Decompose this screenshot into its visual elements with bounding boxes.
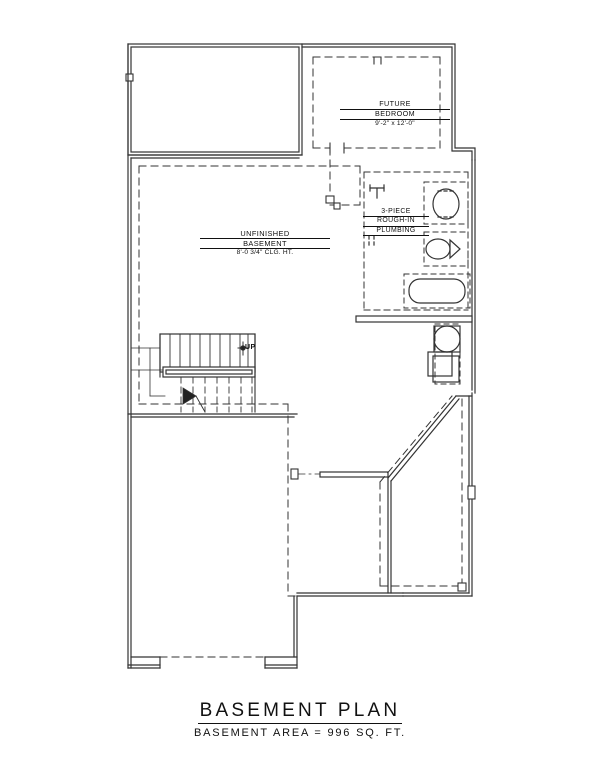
- stair-lower-run-dashed: [180, 376, 253, 413]
- future-bedroom-line1: FUTURE: [340, 99, 450, 110]
- room-label-future-bedroom: FUTURE BEDROOM 9'-2" x 12'-0": [340, 99, 450, 128]
- lower-right-wing-walls: [296, 392, 473, 597]
- toilet-fixture: [423, 231, 469, 267]
- window-symbol-right-wing: [467, 485, 476, 500]
- sheet-subtitle: BASEMENT AREA = 996 SQ. FT.: [194, 727, 406, 739]
- upper-left-room-walls: [127, 43, 303, 156]
- furnace-fixture: [427, 351, 460, 383]
- mechanical-zone-outline: [434, 323, 461, 385]
- stair-direction-arrow: [182, 387, 197, 405]
- stair-up-label: UP: [245, 344, 256, 351]
- unfinished-basement-ceiling-height: 8'-0 3/4" CLG. HT.: [236, 249, 294, 257]
- sheet-title: BASEMENT PLAN: [197, 700, 403, 724]
- stair-treads: [169, 333, 249, 373]
- bath-door-jamb: [325, 195, 335, 204]
- door-opening-marker-lower: [290, 468, 299, 480]
- title-block: BASEMENT PLAN BASEMENT AREA = 996 SQ. FT…: [0, 700, 600, 739]
- bathtub-fixture: [403, 273, 471, 309]
- bathtub-basin: [408, 278, 466, 304]
- window-symbol-left-upper: [125, 73, 134, 82]
- bath-zone-outline: [363, 171, 469, 311]
- lower-wing-slab-corner: [457, 582, 467, 592]
- room-label-unfinished-basement: UNFINISHED BASEMENT 8'-0 3/4" CLG. HT.: [200, 229, 330, 257]
- lower-beam: [319, 471, 389, 478]
- stair-landing: [162, 366, 256, 378]
- future-bedroom-exterior-walls: [301, 43, 476, 161]
- room-label-rough-in-plumbing: 3-PIECE ROUGH-IN PLUMBING: [363, 208, 429, 237]
- plumbing-line3: PLUMBING: [363, 227, 429, 237]
- future-bedroom-line2: BEDROOM: [340, 109, 450, 120]
- stair-up-marker: [237, 341, 249, 356]
- interior-wall-stair-bottom: [127, 413, 298, 418]
- future-bedroom-dimensions: 9'-2" x 12'-0": [375, 119, 415, 127]
- lower-wing-framing-dashed: [379, 395, 463, 587]
- water-heater-fixture: [433, 325, 461, 353]
- stair-leader-lines: [130, 347, 166, 397]
- plumbing-stack-icon: [369, 184, 385, 199]
- bathroom-sink-fixture: [423, 181, 469, 225]
- plumbing-line1: 3-PIECE: [363, 208, 429, 218]
- future-bedroom-framing-outline: [312, 56, 441, 149]
- stair-run-line: [195, 395, 206, 413]
- toilet-bowl: [425, 238, 461, 260]
- unfinished-basement-line1: UNFINISHED: [200, 229, 330, 240]
- bathroom-sink-bowl: [432, 188, 460, 220]
- basement-ceiling-outline: [138, 165, 381, 597]
- unfinished-basement-line2: BASEMENT: [200, 239, 330, 250]
- staircase-assembly: [130, 333, 256, 413]
- stair-upper-run: [159, 333, 256, 373]
- bath-floor-beam: [355, 315, 473, 323]
- plumbing-riser-icon: [368, 235, 375, 247]
- right-exterior-wall: [471, 159, 476, 394]
- plumbing-line2: ROUGH-IN: [363, 217, 429, 227]
- interior-wall-upper: [127, 154, 303, 159]
- framing-tick-marks: [333, 202, 341, 210]
